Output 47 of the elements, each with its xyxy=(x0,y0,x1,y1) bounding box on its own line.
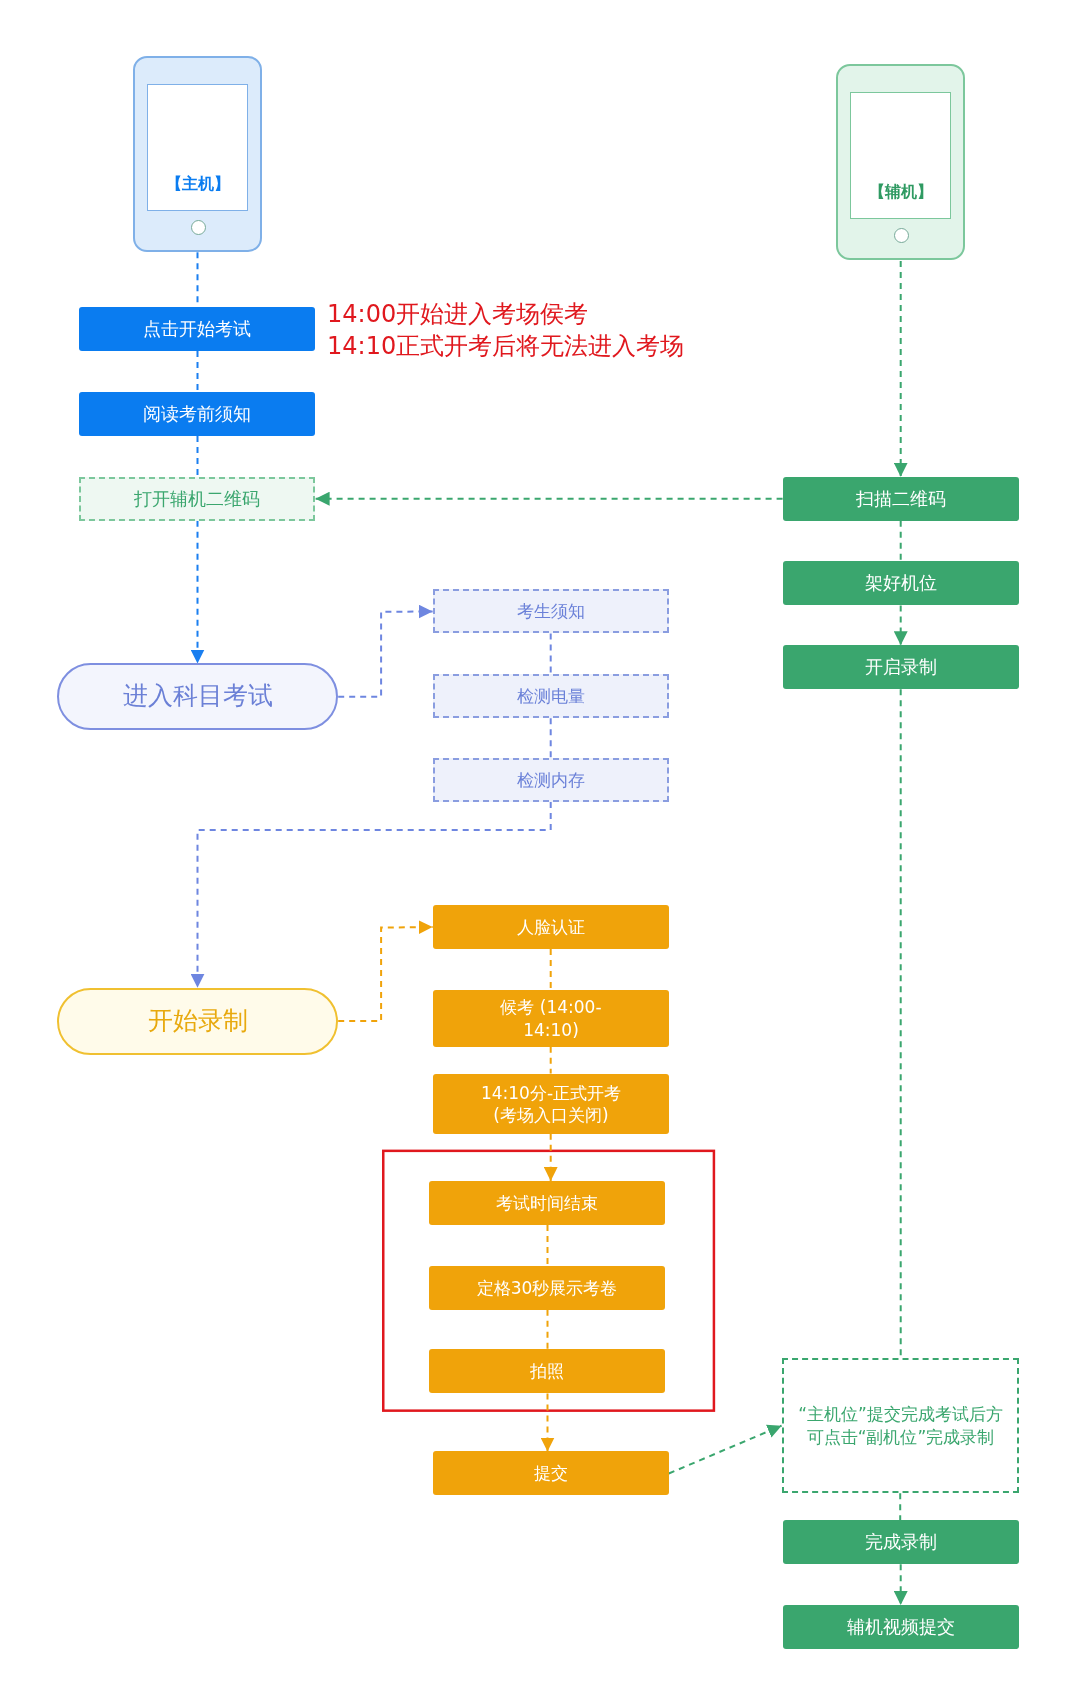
process-box: 点击开始考试 xyxy=(79,307,315,351)
process-box: 人脸认证 xyxy=(433,905,669,949)
connector-line xyxy=(899,1492,902,1522)
note-text: 14:10正式开考后将无法进入考场 xyxy=(327,332,685,361)
arrow xyxy=(540,1392,555,1453)
process-box: 14:10分-正式开考 (考场入口关闭) xyxy=(433,1074,669,1134)
phone-drawing xyxy=(133,56,262,252)
arrow xyxy=(190,519,205,665)
process-box: 架好机位 xyxy=(783,561,1019,605)
process-box: 考试时间结束 xyxy=(429,1181,665,1225)
arrow xyxy=(543,1132,558,1182)
arrow xyxy=(337,604,434,698)
process-box: 拍照 xyxy=(429,1349,665,1393)
process-box: 完成录制 xyxy=(783,1520,1019,1564)
connector-line xyxy=(196,350,199,393)
process-box: 扫描二维码 xyxy=(783,477,1019,521)
connector-line xyxy=(546,1308,549,1351)
arrow xyxy=(314,491,784,506)
rounded-box: 进入科目考试 xyxy=(57,663,338,730)
dashed-box: “主机位”提交完成考试后方可点击“副机位”完成录制 xyxy=(782,1358,1019,1493)
dashed-box: 考生须知 xyxy=(433,589,669,633)
rounded-box: 开始录制 xyxy=(57,988,338,1055)
phone-drawing xyxy=(836,64,965,260)
arrow xyxy=(893,604,908,647)
process-box: 辅机视频提交 xyxy=(783,1605,1019,1649)
phone-label: 【辅机】 xyxy=(868,182,933,203)
process-box: 阅读考前须知 xyxy=(79,392,315,436)
process-box: 候考 (14:00-14:10) xyxy=(433,990,669,1047)
process-box: 提交 xyxy=(433,1451,669,1495)
dashed-box: 检测内存 xyxy=(433,758,669,802)
arrow xyxy=(337,920,434,1022)
dashed-box: 检测电量 xyxy=(433,674,669,718)
connector-line xyxy=(899,519,902,563)
arrow xyxy=(893,259,908,478)
arrow xyxy=(893,1563,908,1606)
connector-line xyxy=(196,434,199,478)
arrow xyxy=(190,800,552,989)
connector-line xyxy=(549,717,552,759)
connector-line xyxy=(549,948,552,991)
dashed-box: 打开辅机二维码 xyxy=(79,477,315,521)
phone-label: 【主机】 xyxy=(165,174,230,195)
connector-line xyxy=(549,1045,552,1075)
arrow xyxy=(667,1424,783,1475)
process-box: 开启录制 xyxy=(783,645,1019,689)
process-box: 定格30秒展示考卷 xyxy=(429,1266,665,1310)
connector-line xyxy=(546,1223,549,1267)
note-text: 14:00开始进入考场侯考 xyxy=(327,300,589,329)
